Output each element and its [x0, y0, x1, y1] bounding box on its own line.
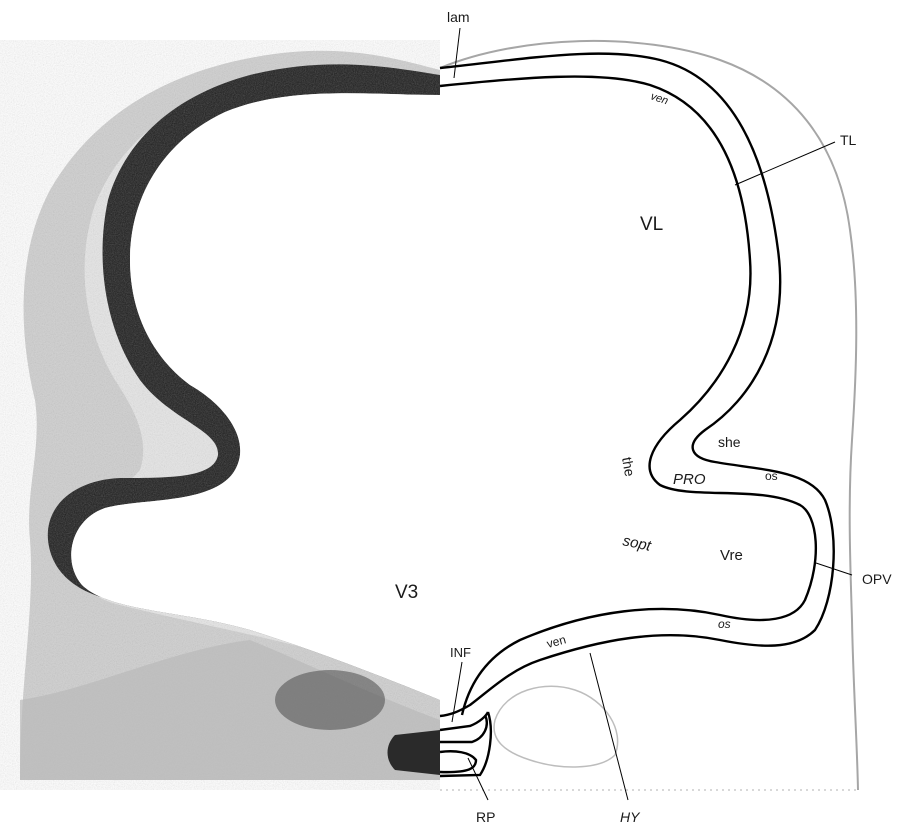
label-pro: PRO	[673, 471, 706, 488]
wall-inner-line	[440, 77, 816, 715]
label-lam: lam	[447, 9, 470, 25]
schematic-drawing	[440, 41, 858, 790]
label-opv: OPV	[862, 571, 892, 587]
leader-inf	[452, 662, 462, 722]
cell-cluster	[275, 670, 385, 730]
label-the: the	[619, 456, 638, 478]
leader-hy	[590, 653, 628, 800]
labels: lam ven TL VL she the PRO os sopt Vre OP…	[395, 9, 892, 825]
label-vre: Vre	[720, 547, 743, 564]
label-rp: RP	[476, 809, 495, 825]
leader-tl	[735, 142, 835, 185]
label-v3: V3	[395, 582, 418, 603]
wall-outer-line	[440, 54, 834, 716]
label-ven-bottom: ven	[545, 632, 567, 651]
label-tl: TL	[840, 132, 857, 148]
label-inf: INF	[450, 645, 471, 660]
rathke-pouch-tissue	[388, 730, 441, 775]
outer-gray-outline	[440, 41, 858, 790]
label-vl: VL	[640, 214, 663, 235]
label-hy: HY	[620, 809, 641, 825]
rathke-pouch-outer	[440, 712, 491, 776]
pituitary-outline	[494, 686, 618, 767]
leader-lines	[452, 28, 852, 800]
label-she: she	[718, 434, 741, 450]
leader-lam	[454, 28, 460, 78]
label-os-upper: os	[765, 469, 778, 483]
histology-photo	[0, 40, 440, 790]
rathke-pouch-line	[440, 715, 487, 772]
label-os-lower: os	[718, 617, 731, 631]
label-sopt: sopt	[621, 532, 653, 555]
